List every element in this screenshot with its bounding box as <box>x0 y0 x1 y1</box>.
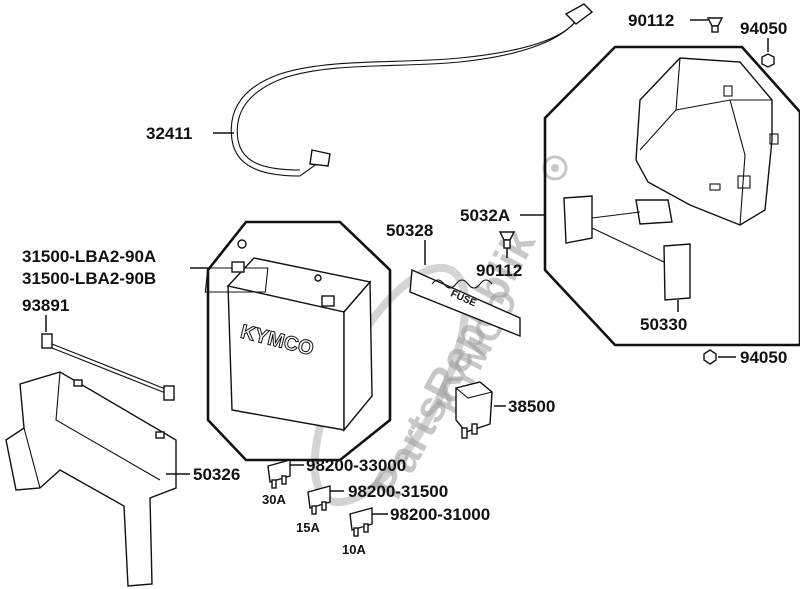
label-98200-31500: 98200-31500 <box>348 482 448 501</box>
fuse-15a <box>307 485 331 515</box>
watermark-gear-icon <box>542 155 568 181</box>
label-50326: 50326 <box>193 465 240 484</box>
nut-94050-bottom <box>703 349 717 365</box>
label-amp-30a: 30A <box>262 492 286 507</box>
battery: KYMCO <box>204 239 373 432</box>
screw-90112-top <box>706 17 724 33</box>
battery-cable <box>230 3 594 177</box>
battery-case <box>635 57 779 226</box>
label-5032A: 5032A <box>460 206 510 225</box>
label-90112-top: 90112 <box>628 11 674 30</box>
label-amp-15a: 15A <box>296 520 320 535</box>
label-31500-a: 31500-LBA2-90A <box>22 247 156 266</box>
label-50328: 50328 <box>386 221 433 240</box>
label-50330: 50330 <box>640 315 687 334</box>
label-stickers <box>563 195 691 301</box>
label-31500-b: 31500-LBA2-90B <box>22 269 156 288</box>
fuse-10a <box>349 507 373 537</box>
label-38500: 38500 <box>508 397 555 416</box>
nut-94050-top <box>761 53 775 68</box>
label-93891: 93891 <box>22 296 69 315</box>
label-94050-bottom: 94050 <box>740 348 787 367</box>
label-32411: 32411 <box>146 124 192 143</box>
fuse-30a <box>267 459 291 489</box>
label-98200-31000: 98200-31000 <box>390 505 490 524</box>
battery-case-frame <box>543 45 800 347</box>
relay <box>454 381 494 439</box>
label-98200-33000: 98200-33000 <box>306 456 406 475</box>
battery-frame <box>206 220 392 462</box>
battery-cover <box>5 371 177 587</box>
label-94050-top: 94050 <box>740 19 787 38</box>
label-90112-mid: 90112 <box>476 261 522 280</box>
label-amp-10a: 10A <box>342 542 366 557</box>
strap-93891 <box>41 333 175 401</box>
